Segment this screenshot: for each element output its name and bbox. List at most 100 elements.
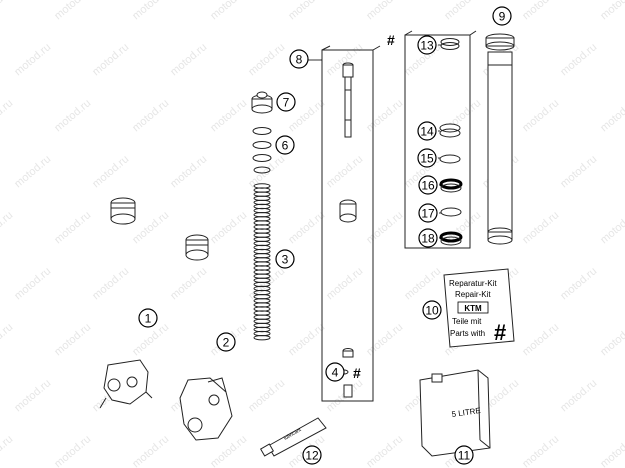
- part-12-grease-tube: lubricant: [259, 417, 327, 457]
- watermark-text: motod.ru: [0, 0, 15, 22]
- part-1-clamp-lower: [185, 234, 209, 261]
- watermark-text: motod.ru: [246, 153, 287, 190]
- watermark-text: motod.ru: [598, 433, 625, 468]
- watermark-text: motod.ru: [246, 377, 287, 414]
- watermark-text: motod.ru: [130, 209, 171, 246]
- watermark-text: motod.ru: [52, 97, 93, 134]
- watermark-text: motod.ru: [520, 0, 561, 22]
- part-13-dust-cap: [440, 38, 460, 50]
- watermark-text: motod.ru: [12, 153, 53, 190]
- callout-circle: [325, 362, 345, 382]
- part-9-fork-tube: [485, 33, 515, 245]
- repair-kit-line4: Parts with: [450, 329, 485, 338]
- callout-16: 16: [418, 175, 438, 195]
- callout-number: 9: [499, 10, 506, 24]
- watermark-text: motod.ru: [208, 209, 249, 246]
- watermark-text: motod.ru: [168, 41, 209, 78]
- watermark-text: motod.ru: [520, 97, 561, 134]
- watermark-text: motod.ru: [364, 433, 405, 468]
- watermark-text: motod.ru: [558, 265, 599, 302]
- callout-circle: [138, 308, 158, 328]
- callout-7: 7: [276, 92, 296, 112]
- callout-6: 6: [275, 135, 295, 155]
- part-4-hash: #: [353, 365, 361, 381]
- watermark-text: motod.ru: [130, 433, 171, 468]
- watermark-text: motod.ru: [598, 209, 625, 246]
- watermark-text: motod.ru: [246, 265, 287, 302]
- watermark-text: motod.ru: [364, 97, 405, 134]
- watermark-text: motod.ru: [598, 97, 625, 134]
- watermark-text: motod.ru: [286, 321, 327, 358]
- callout-circle: [418, 203, 438, 223]
- callout-2: 2: [216, 332, 236, 352]
- callout-9: 9: [492, 6, 512, 26]
- callout-number: 17: [421, 207, 435, 221]
- callout-10: 10: [422, 300, 442, 320]
- watermark-text: motod.ru: [364, 209, 405, 246]
- callout-14: 14: [417, 121, 437, 141]
- watermark-text: motod.ru: [286, 0, 327, 22]
- part-8-cartridge-frame: [321, 45, 381, 402]
- callout-circle: [417, 121, 437, 141]
- watermark-text: motod.ru: [598, 0, 625, 22]
- callout-circle: [417, 148, 437, 168]
- callout-1: 1: [138, 308, 158, 328]
- seal-kit-frame: [404, 30, 477, 249]
- watermark-text: motod.ru: [168, 265, 209, 302]
- part-11-oil-canister: 5 LITRE: [419, 369, 491, 457]
- part-6-rings: [252, 127, 272, 174]
- watermark-text: motod.ru: [520, 433, 561, 468]
- watermark-text: motod.ru: [0, 97, 15, 134]
- watermark-text: motod.ru: [52, 321, 93, 358]
- callout-circle: [417, 35, 437, 55]
- callout-circle: [492, 6, 512, 26]
- watermark-text: motod.ru: [12, 41, 53, 78]
- part-16-oil-seal: [439, 178, 463, 193]
- callout-number: 14: [420, 125, 434, 139]
- watermark-text: motod.ru: [12, 377, 53, 414]
- callout-number: 16: [421, 179, 435, 193]
- callout-3: 3: [275, 249, 295, 269]
- callout-13: 13: [417, 35, 437, 55]
- watermark-text: motod.ru: [208, 0, 249, 22]
- callout-number: 11: [458, 449, 471, 463]
- repair-kit-line1: Reparatur-Kit: [449, 279, 497, 288]
- repair-kit-line2: Repair-Kit: [455, 290, 491, 299]
- callout-circle: [276, 92, 296, 112]
- callout-number: 18: [421, 232, 435, 246]
- part-2-axle-bracket: [179, 377, 233, 441]
- repair-kit-line3: Teile mit: [452, 317, 482, 326]
- callout-number: 7: [283, 96, 290, 110]
- watermark-text: motod.ru: [0, 433, 15, 468]
- part-8-cartridge-rod: [342, 62, 354, 138]
- callout-number: 2: [223, 336, 230, 350]
- callout-number: 13: [420, 39, 434, 53]
- callout-circle: [422, 300, 442, 320]
- callout-number: 3: [282, 253, 289, 267]
- callout-15: 15: [417, 148, 437, 168]
- watermark-text: motod.ru: [130, 0, 171, 22]
- leader-lines: [308, 44, 441, 239]
- watermark-text: motod.ru: [0, 209, 15, 246]
- callout-circle: [216, 332, 236, 352]
- watermark-text: motod.ru: [208, 97, 249, 134]
- callout-circle: [275, 249, 295, 269]
- watermark-text: motod.ru: [558, 377, 599, 414]
- watermark-text: motod.ru: [402, 265, 443, 302]
- watermark-text: motod.ru: [598, 321, 625, 358]
- callout-number: 1: [145, 312, 152, 326]
- part-1-axle-bracket: [99, 359, 153, 409]
- part-10-repair-kit-card: Reparatur-Kit Repair-Kit KTM Teile mit P…: [443, 268, 515, 348]
- watermark-text: motod.ru: [364, 0, 405, 22]
- callout-number: 8: [296, 53, 303, 67]
- watermark-text: motod.ru: [520, 209, 561, 246]
- watermark-text: motod.ru: [12, 265, 53, 302]
- callout-circle: [289, 49, 309, 69]
- watermark-text: motod.ru: [324, 265, 365, 302]
- part-15-ring: [439, 154, 461, 164]
- canister-label: 5 LITRE: [451, 406, 481, 419]
- callout-8: 8: [289, 49, 309, 69]
- repair-kit-hash: #: [494, 320, 506, 345]
